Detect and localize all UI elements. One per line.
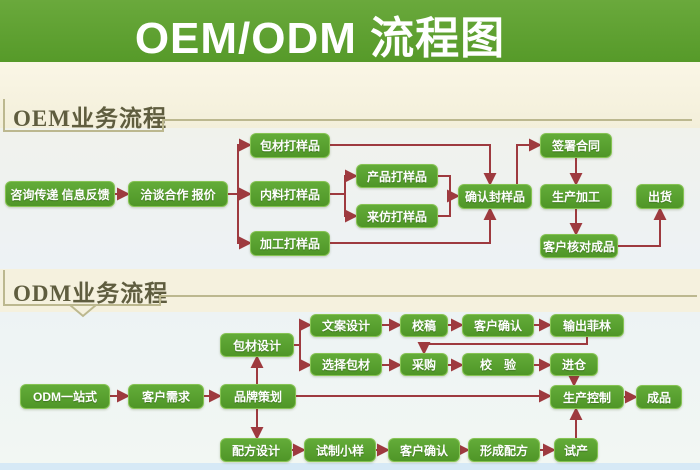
section-title-frames <box>3 99 697 318</box>
flow-node-xingcheng-peifang: 形成配方 <box>468 438 540 462</box>
flow-node-wenan-sheji: 文案设计 <box>310 314 382 337</box>
flow-arrow <box>417 337 588 355</box>
flow-arrow <box>294 318 312 346</box>
flow-arrows <box>110 138 667 457</box>
flow-node-qianshu-hetong: 签署合同 <box>540 133 612 158</box>
flow-node-baocai-sheji: 包材设计 <box>220 333 294 357</box>
odm-section-title: ODM业务流程 <box>13 281 169 306</box>
flow-arrow <box>344 194 358 223</box>
flow-node-shizhi-xiaoyang: 试制小样 <box>304 438 376 462</box>
title-frame-line <box>3 99 692 132</box>
flow-arrow <box>438 175 451 217</box>
page-title: OEM/ODM 流程图 <box>134 14 506 63</box>
title-frame-line <box>67 304 99 318</box>
flow-node-chanpin-dayangpin: 产品打样品 <box>356 164 438 188</box>
flow-arrow <box>330 169 358 195</box>
flow-node-jincang: 进仓 <box>550 353 598 376</box>
flow-node-jiaogao: 校稿 <box>400 314 448 337</box>
header-green-band <box>0 0 700 62</box>
flow-node-kehu-xuqiu: 客户需求 <box>128 384 204 409</box>
flow-node-xuanze-baocai: 选择包材 <box>310 353 382 376</box>
title-frame-line <box>3 270 697 306</box>
flow-arrow <box>516 138 542 184</box>
flow-node-laifang-dayangpin: 来仿打样品 <box>356 204 438 228</box>
flow-node-jiagong-dayangpin: 加工打样品 <box>250 231 330 256</box>
flow-node-qiatan-hezuo: 洽谈合作 报价 <box>128 181 228 207</box>
flow-node-shengchan-kongzhi: 生产控制 <box>550 385 624 409</box>
flow-node-odm-yizhanshi: ODM一站式 <box>20 384 110 409</box>
flow-node-shengchan-jiagong: 生产加工 <box>540 184 612 209</box>
oem-section-background <box>0 62 700 128</box>
flow-node-shichan: 试产 <box>554 438 598 462</box>
flow-node-peifang-sheji: 配方设计 <box>220 438 292 462</box>
flow-node-caigou: 采购 <box>400 353 448 376</box>
flow-arrow <box>237 194 252 250</box>
flow-node-chengpin: 成品 <box>636 385 682 409</box>
flow-arrow <box>228 138 252 195</box>
flow-node-zixun-chuandi: 咨询传递 信息反馈 <box>5 181 115 207</box>
flow-node-queren-fengyangpin: 确认封样品 <box>458 184 532 209</box>
flow-arrow <box>330 144 497 186</box>
flow-node-jiaoyan: 校 验 <box>462 353 534 376</box>
flow-node-kehu-queren-1: 客户确认 <box>462 314 534 337</box>
flow-arrow <box>330 207 497 244</box>
oem-section-title: OEM业务流程 <box>13 106 167 131</box>
bottom-blue-strip <box>0 463 700 470</box>
flow-node-chuhuo: 出货 <box>636 184 684 209</box>
flow-node-baocai-dayangpin: 包材打样品 <box>250 133 330 158</box>
flow-node-kehu-hedui-chengpin: 客户核对成品 <box>540 234 618 258</box>
flow-arrow <box>618 207 667 247</box>
flow-node-neiliao-dayangpin: 内料打样品 <box>250 181 330 207</box>
flow-arrow <box>298 345 312 372</box>
flow-node-shuchu-feilin: 输出菲林 <box>550 314 624 337</box>
flow-node-pinpai-cehua: 品牌策划 <box>220 384 296 409</box>
flow-node-kehu-queren-2: 客户确认 <box>388 438 460 462</box>
